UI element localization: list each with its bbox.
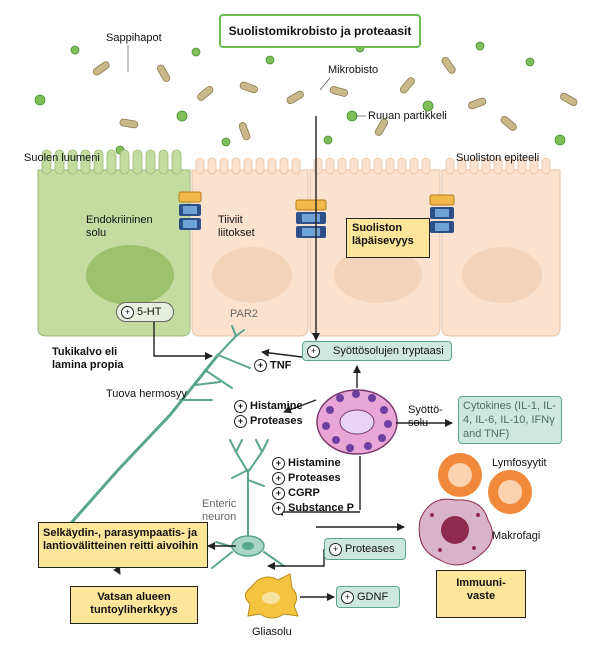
title-box: Suolistomikrobisto ja proteaasit [219, 14, 421, 48]
neuron-mediator-text: Histamine [288, 457, 341, 469]
afferent-nerve [70, 325, 251, 524]
microbiota-label: Mikrobisto [328, 64, 379, 76]
endocrine-cell-label: Endokriininen solu [86, 214, 153, 239]
tnf-label: +TNF [254, 359, 291, 372]
neuron-mediator-item: +Proteases [272, 471, 364, 486]
epithelium-label: Suoliston epiteeli [456, 152, 540, 164]
lymphocytes [438, 453, 532, 514]
gdnf-text: GDNF [357, 591, 389, 603]
enteric-neuron-label: Enteric neuron [202, 498, 237, 523]
endocrine-nucleus [86, 245, 174, 305]
mast-tryptase-text: Syöttösolujen tryptaasi [333, 345, 444, 357]
macrophage [418, 498, 493, 566]
cytokines-text: Cytokines (IL-1, IL-4, IL-6, IL-10, IFNγ… [463, 400, 556, 440]
enteric-neuron [211, 439, 285, 569]
gdnf-box: +GDNF [336, 586, 400, 608]
par2-label: PAR2 [230, 308, 258, 320]
plus-icon: + [329, 542, 342, 556]
immune-response-box: Immuuni-vaste [436, 570, 526, 618]
afferent-nerve-label: Tuova hermosyy [106, 388, 187, 400]
immune-response-text: Immuuni-vaste [456, 577, 506, 602]
plus-icon: + [121, 305, 134, 319]
hypersensitivity-box: Vatsan alueen tuntoyliherkkyys [70, 586, 198, 624]
lumen-label: Suolen luumeni [24, 152, 100, 164]
plus-icon: + [272, 486, 285, 500]
mast-tryptase-box: + Syöttösolujen tryptaasi [302, 341, 452, 361]
tight-junctions-label: Tiiviit liitokset [218, 214, 255, 239]
mast-mediator-item: +Histamine [234, 399, 312, 414]
permeability-text: Suoliston läpäisevyys [352, 222, 414, 247]
plus-icon: + [234, 414, 247, 428]
serotonin-text: 5-HT [137, 306, 162, 318]
macrophage-label: Makrofagi [492, 530, 541, 542]
neuron-mediator-item: +CGRP [272, 486, 364, 501]
spinal-route-text: Selkäydin-, parasympaatis- ja lantioväli… [43, 527, 199, 552]
plus-icon: + [307, 344, 320, 358]
neuron-mediators-list: +Histamine +Proteases +CGRP +Substance P [272, 456, 364, 520]
plus-icon: + [341, 590, 354, 604]
cytokines-box: Cytokines (IL-1, IL-4, IL-6, IL-10, IFNγ… [458, 396, 562, 444]
tight-junctions [178, 191, 455, 238]
plus-icon: + [272, 501, 285, 515]
plus-icon: + [272, 456, 285, 470]
lamina-propria-label: Tukikalvo eli lamina propia [52, 346, 124, 371]
lymphocytes-label: Lymfosyytit [492, 457, 547, 469]
proteases-box: +Proteases [324, 538, 406, 560]
neuron-mediator-item: +Histamine [272, 456, 364, 471]
mast-cell [316, 389, 398, 455]
plus-icon: + [272, 471, 285, 485]
epithelial-nuclei [212, 247, 542, 303]
mast-mediator-text: Proteases [250, 415, 303, 427]
glia-label: Gliasolu [252, 626, 292, 638]
title-text: Suolistomikrobisto ja proteaasit [228, 24, 412, 38]
neuron-mediator-text: CGRP [288, 487, 320, 499]
neuron-mediator-item: +Substance P [272, 501, 364, 516]
mast-cell-label: Syöttö-solu [408, 404, 443, 429]
plus-icon: + [234, 399, 247, 413]
tnf-text: TNF [270, 359, 292, 372]
food-particle-label: Ruuan partikkeli [368, 110, 447, 122]
proteases-text: Proteases [345, 543, 395, 555]
glial-nucleus [262, 592, 280, 604]
plus-icon: + [254, 359, 267, 372]
leader-lines [127, 45, 366, 117]
mast-mediator-text: Histamine [250, 400, 303, 412]
serotonin-badge: +5-HT [116, 302, 174, 322]
mast-mediators-list: +Histamine +Proteases [234, 399, 312, 431]
mast-mediator-item: +Proteases [234, 414, 312, 429]
permeability-box: Suoliston läpäisevyys [346, 218, 430, 258]
neuron-mediator-text: Substance P [288, 502, 355, 514]
bile-acids-label: Sappihapot [106, 32, 162, 44]
epithelial-microvilli [195, 157, 551, 175]
hypersensitivity-text: Vatsan alueen tuntoyliherkkyys [90, 591, 178, 616]
neuron-mediator-text: Proteases [288, 472, 341, 484]
enteric-neuron-nucleus [242, 542, 254, 550]
spinal-route-box: Selkäydin-, parasympaatis- ja lantioväli… [38, 522, 208, 568]
endocrine-microvilli [41, 149, 182, 175]
